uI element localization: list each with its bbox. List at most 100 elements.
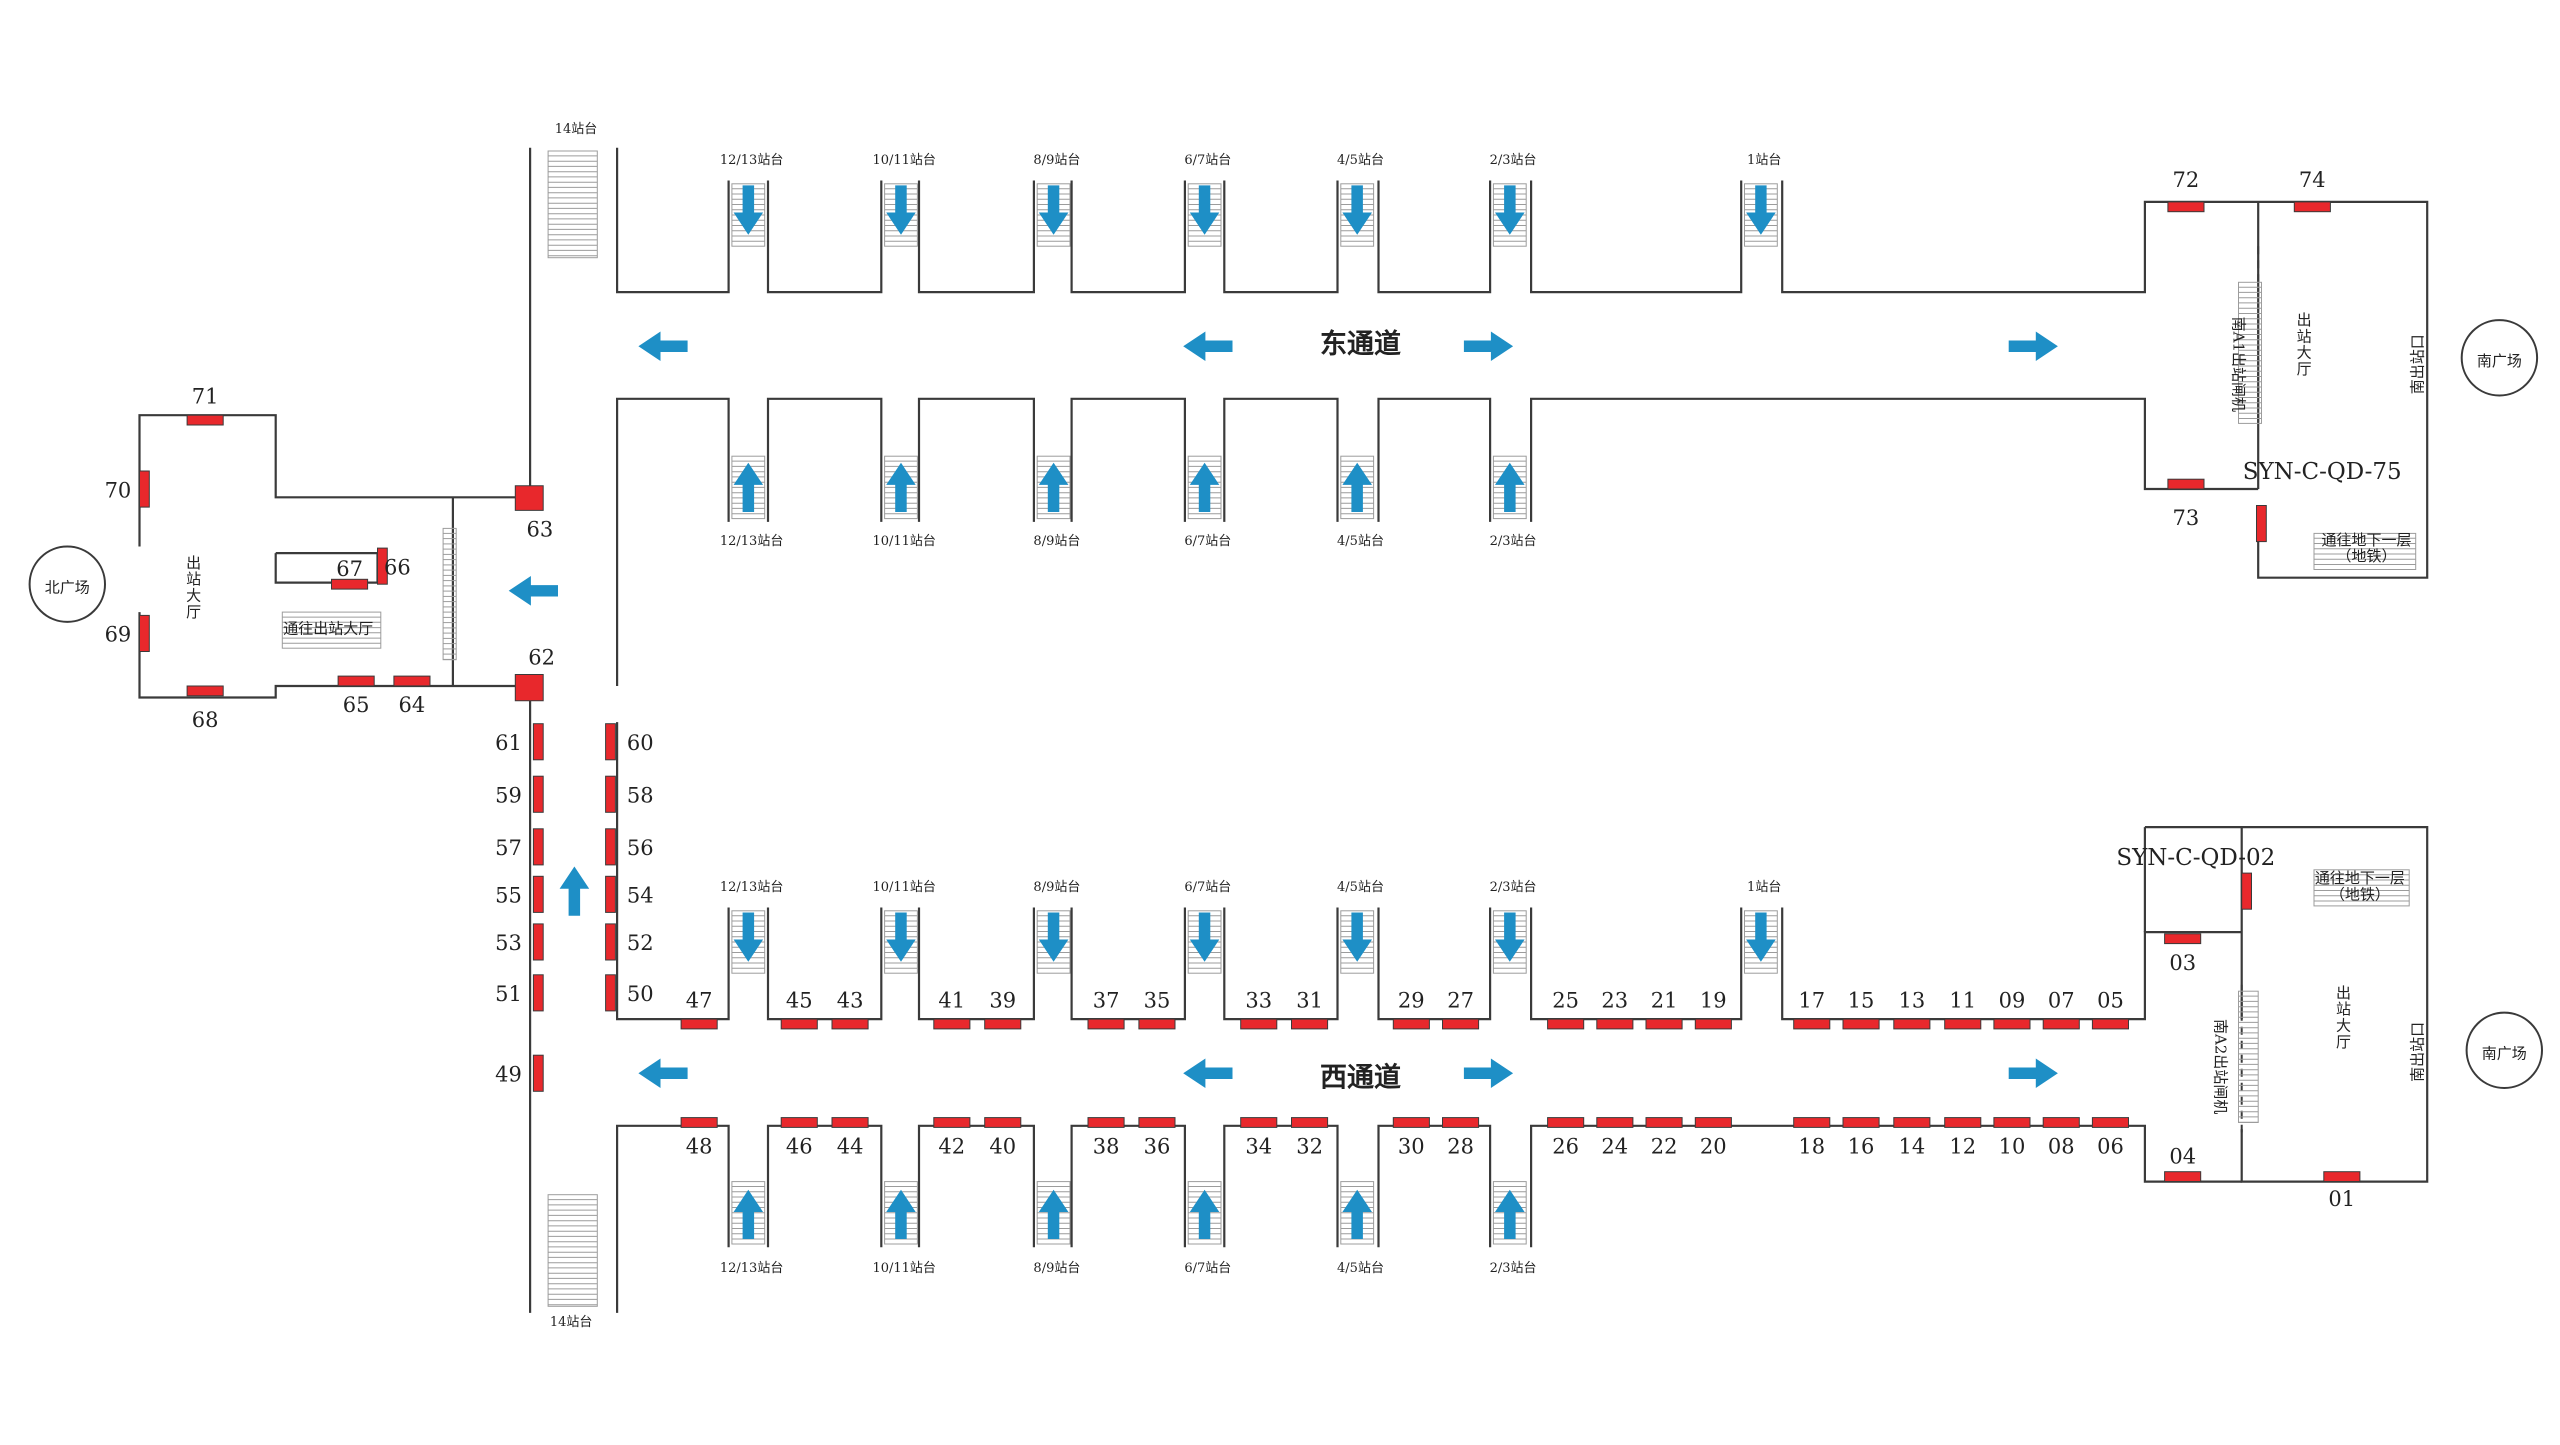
arrow-icon xyxy=(1342,462,1372,512)
ad-board-icon xyxy=(532,923,544,961)
arrow-icon xyxy=(1495,912,1525,962)
plaza-marker xyxy=(2460,319,2539,397)
ad-number: 13 xyxy=(1899,989,1926,1013)
metro-label: 通往地下一层（地铁） xyxy=(2321,531,2411,565)
platform-label: 6/7站台 xyxy=(1184,1261,1231,1276)
north-hall-to-label: 通往出站大厅 xyxy=(283,620,373,638)
ad-number: 31 xyxy=(1296,989,1323,1013)
ad-board-icon xyxy=(1240,1117,1278,1128)
wall-segment xyxy=(917,397,1036,522)
arrow-icon xyxy=(1342,1189,1372,1239)
wall-segment xyxy=(615,1124,730,1313)
ad-number: 11 xyxy=(1949,989,1976,1013)
arrow-icon xyxy=(733,462,764,512)
ad-number: 33 xyxy=(1245,989,1272,1013)
ad-board-icon xyxy=(532,775,544,813)
wall-segment xyxy=(1223,180,1339,294)
ad-board-icon xyxy=(1547,1117,1585,1128)
ad-board-icon xyxy=(532,974,544,1012)
arrow-icon xyxy=(2008,331,2058,361)
stair-icon xyxy=(2238,990,2259,1124)
ad-number: 47 xyxy=(686,989,713,1013)
platform-label: 12/13站台 xyxy=(720,880,783,895)
ad-board-icon xyxy=(780,1117,818,1128)
ad-board-icon xyxy=(2091,1117,2129,1128)
stair-icon xyxy=(547,150,598,259)
ad-board-icon xyxy=(780,1018,818,1030)
ad-board-icon xyxy=(1842,1117,1880,1128)
wall-segment xyxy=(615,147,730,294)
ad-board-icon xyxy=(139,470,150,508)
ad-board-icon xyxy=(377,547,388,585)
wall-segment xyxy=(1529,907,1743,1021)
ad-board-icon xyxy=(532,1054,544,1092)
platform-label: 14站台 xyxy=(550,1315,593,1330)
ad-number: 26 xyxy=(1552,1135,1579,1159)
ad-number: 17 xyxy=(1798,989,1825,1013)
ad-number: 54 xyxy=(627,884,654,908)
platform-label: 2/3站台 xyxy=(1490,880,1537,895)
ad-board-icon xyxy=(331,578,369,590)
ad-board-icon xyxy=(1291,1018,1329,1030)
ad-board-icon xyxy=(2323,1171,2361,1182)
platform-label: 6/7站台 xyxy=(1184,153,1231,168)
ad-board-icon xyxy=(1442,1018,1480,1030)
ad-number: 43 xyxy=(837,989,864,1013)
ad-board-icon xyxy=(2241,872,2252,910)
arrow-icon xyxy=(1183,331,1233,361)
platform-label: 1站台 xyxy=(1747,153,1781,168)
ad-board-icon xyxy=(1694,1018,1732,1030)
ad-number: 62 xyxy=(528,646,555,670)
platform-label: 8/9站台 xyxy=(1033,153,1080,168)
east-channel-label: 东通道 xyxy=(1320,328,1401,360)
arrow-icon xyxy=(1189,1189,1220,1239)
arrow-icon xyxy=(1038,462,1069,512)
ad-board-icon xyxy=(605,974,616,1012)
arrow-icon xyxy=(508,576,558,606)
arrow-icon xyxy=(886,912,916,962)
ad-board-icon xyxy=(831,1117,869,1128)
ad-number: 50 xyxy=(627,982,654,1006)
ad-board-icon xyxy=(2164,1171,2202,1182)
north-plaza-label: 北广场 xyxy=(45,578,90,596)
ad-board-icon xyxy=(2293,201,2331,213)
platform-label: 10/11站台 xyxy=(872,1261,935,1276)
wall-segment xyxy=(766,907,883,1021)
ad-board-icon xyxy=(680,1018,718,1030)
platform-label: 1站台 xyxy=(1747,880,1781,895)
arrow-icon xyxy=(1342,912,1372,962)
wall-segment xyxy=(917,1124,1036,1248)
ad-number: 70 xyxy=(105,478,132,502)
ad-number: 71 xyxy=(192,385,219,409)
ad-number: 21 xyxy=(1651,989,1678,1013)
ad-number: 35 xyxy=(1144,989,1171,1013)
ad-board-icon xyxy=(1392,1018,1430,1030)
arrow-icon xyxy=(1189,912,1220,962)
ad-number: 05 xyxy=(2097,989,2124,1013)
ad-number: 65 xyxy=(343,693,370,717)
ad-number: 29 xyxy=(1398,989,1425,1013)
ad-number: 72 xyxy=(2173,168,2200,192)
ad-board-icon xyxy=(1842,1018,1880,1030)
ad-number: 36 xyxy=(1144,1135,1171,1159)
wall-segment xyxy=(1223,907,1339,1021)
wall-segment xyxy=(1070,907,1187,1021)
ad-board-icon xyxy=(514,485,544,511)
ad-board-icon xyxy=(1893,1018,1931,1030)
ad-board-icon xyxy=(1138,1018,1176,1030)
ad-number: 04 xyxy=(2169,1145,2196,1169)
plaza-marker xyxy=(2465,1011,2544,1090)
ad-board-icon xyxy=(933,1117,971,1128)
wall-segment xyxy=(1781,180,2429,579)
code-label-02: SYN-C-QD-02 xyxy=(2116,845,2275,871)
ad-board-icon xyxy=(605,875,616,913)
platform-label: 2/3站台 xyxy=(1490,153,1537,168)
ad-number: 10 xyxy=(1999,1135,2026,1159)
stair-icon xyxy=(281,611,382,649)
ad-number: 28 xyxy=(1447,1135,1474,1159)
stair-icon xyxy=(2238,281,2262,424)
arrow-icon xyxy=(733,912,764,962)
platform-label: 2/3站台 xyxy=(1490,534,1537,549)
arrow-icon xyxy=(886,462,916,512)
